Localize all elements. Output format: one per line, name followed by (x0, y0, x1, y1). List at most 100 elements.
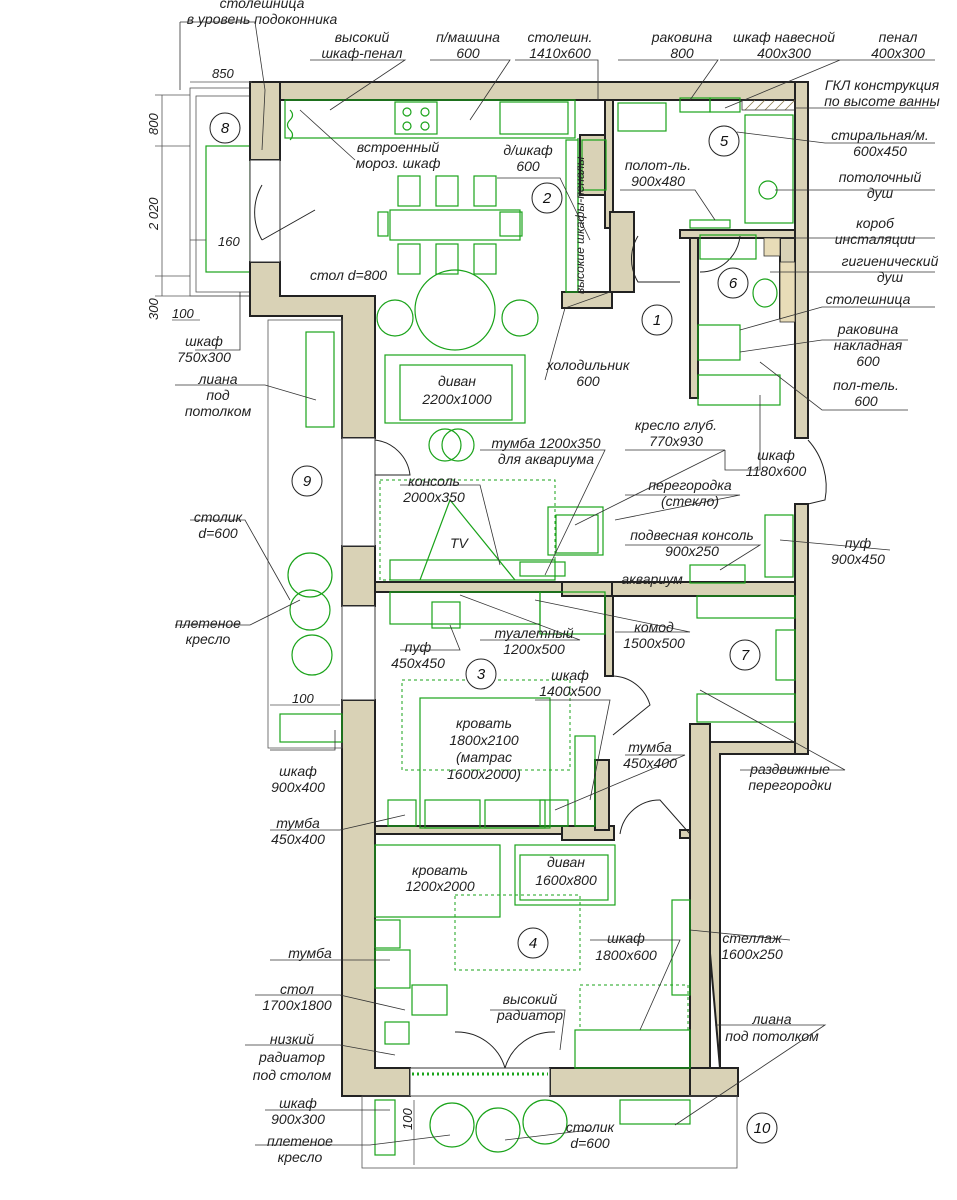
label-wicker-chair-2: кресло (186, 631, 231, 647)
label-counter-2: 1410x600 (529, 45, 591, 61)
label-towel-rail: полот-ль. (625, 157, 691, 173)
dim-160: 160 (218, 234, 240, 249)
label-wicker-chair-balcony10-2: кресло (278, 1149, 323, 1165)
label-sliding-partitions: раздвижные (749, 761, 830, 777)
label-gkl-2: по высоте ванны (824, 93, 940, 109)
label-desk: стол (280, 981, 314, 997)
label-dresser-2: 1500x500 (623, 635, 685, 651)
label-wardrobe-hall-2: 1180x600 (746, 463, 807, 479)
label-console-2: 2000x350 (402, 489, 465, 505)
room-number-3: 3 (477, 666, 486, 683)
label-nightstand-right: тумба (628, 739, 672, 755)
label-small-table-balcony10: столик (566, 1119, 616, 1135)
label-dressing-table-2: 1200x500 (503, 641, 565, 657)
label-liana-balcony10: лиана (752, 1011, 792, 1027)
label-builtin-freezer-2: мороз. шкаф (356, 155, 441, 171)
label-countertop-sill-2: в уровень подоконника (187, 11, 338, 27)
label-installation-box-2: инсталяции (835, 231, 916, 247)
label-installation-box: короб (856, 215, 895, 231)
label-aquarium: аквариум (621, 571, 683, 587)
label-sofa: диван (438, 373, 476, 389)
label-liana-3: потолком (185, 403, 252, 419)
label-fridge: холодильник (546, 357, 631, 373)
label-glass-partition: перегородка (648, 477, 732, 493)
dim-850: 850 (212, 66, 234, 81)
label-hanging-console: подвесная консоль (630, 527, 754, 543)
label-stand-kids: тумба (288, 945, 332, 961)
label-ceiling-shower: потолочный (839, 169, 922, 185)
label-low-radiator-3: под столом (253, 1067, 332, 1083)
label-tall-radiator: высокий (503, 991, 558, 1007)
label-dresser: комод (634, 619, 674, 635)
label-dining-table: стол d=800 (310, 267, 387, 283)
label-sliding-partitions-2: перегородки (748, 777, 832, 793)
label-countertop-sill: столешница (220, 0, 305, 11)
label-hang-cabinet: шкаф навесной (733, 29, 835, 45)
label-ceiling-shower-2: душ (867, 185, 894, 201)
label-glass-partition-2: (стекло) (661, 493, 719, 509)
label-wardrobe-balcony10-2: 900x300 (271, 1111, 325, 1127)
label-hanging-console-2: 900x250 (665, 543, 719, 559)
label-low-radiator-2: радиатор (258, 1049, 325, 1065)
label-bed-kids: кровать (412, 862, 468, 878)
label-liana: лиана (198, 371, 238, 387)
label-overlay-sink-2: накладная (834, 337, 903, 353)
label-nightstand-left: тумба (276, 815, 320, 831)
label-dishwasher: д/шкаф (503, 142, 553, 158)
label-small-table-balcony10-2: d=600 (570, 1135, 610, 1151)
room-number-6: 6 (729, 275, 738, 292)
label-tv: TV (450, 535, 470, 551)
label-aquarium-stand: тумба 1200x350 (491, 435, 600, 451)
windows (249, 159, 551, 1097)
label-gkl: ГКЛ конструкция (825, 77, 940, 93)
label-hygienic-shower-2: душ (877, 269, 904, 285)
room-number-10: 10 (754, 1120, 771, 1137)
room-number-4: 4 (529, 935, 537, 952)
label-deep-armchair: кресло глуб. (635, 417, 717, 433)
label-low-radiator: низкий (270, 1031, 314, 1047)
label-sofa-kids-2: 1600x800 (535, 872, 597, 888)
label-washing-machine-2: 600x450 (853, 143, 907, 159)
room-number-8: 8 (221, 120, 230, 137)
label-wardrobe-bedroom: шкаф (551, 667, 589, 683)
annotations: столешница в уровень подоконника высокий… (175, 0, 940, 1165)
label-wicker-chair: плетеное (175, 615, 241, 631)
label-bed-kids-2: 1200x2000 (405, 878, 475, 894)
label-wardrobe-kids-2: 1800x600 (595, 947, 657, 963)
label-sink-2: 800 (670, 45, 694, 61)
label-towel-rail-bath: пол-тель. (833, 377, 899, 393)
label-rack: стеллаж (722, 930, 783, 946)
label-wicker-chair-balcony10: плетеное (267, 1133, 333, 1149)
label-pouf-hall: пуф (845, 535, 872, 551)
label-wardrobe-balcony9-2: 900x400 (271, 779, 325, 795)
label-fridge-2: 600 (576, 373, 600, 389)
label-rack-2: 1600x250 (721, 946, 783, 962)
walls (249, 81, 809, 1097)
dim-100-c: 100 (400, 1108, 415, 1130)
label-bed-4: 1600x2000) (447, 766, 521, 782)
label-tall-pencils: высокие шкафы-пеналы (573, 157, 587, 294)
dim-100-b: 100 (292, 691, 314, 706)
label-deep-armchair-2: 770x930 (649, 433, 703, 449)
label-hang-cabinet-2: 400x300 (757, 45, 811, 61)
label-aquarium-stand-2: для аквариума (498, 451, 594, 467)
label-towel-rail-2: 900x480 (631, 173, 685, 189)
label-wardrobe-bedroom-2: 1400x500 (539, 683, 601, 699)
label-wardrobe-balcony9: шкаф (279, 763, 317, 779)
label-builtin-freezer: встроенный (357, 139, 440, 155)
label-hygienic-shower: гигиенический (842, 253, 939, 269)
label-pouf-bedroom: пуф (405, 639, 432, 655)
label-counter: столешн. (528, 29, 593, 45)
room-numbers: 1 2 3 4 5 6 7 8 9 10 (209, 112, 778, 1144)
dim-100-a: 100 (172, 306, 194, 321)
label-washing-machine: стиральная/м. (831, 127, 928, 143)
label-pouf-hall-2: 900x450 (831, 551, 885, 567)
room-number-1: 1 (653, 312, 661, 329)
label-washer-2: 600 (456, 45, 480, 61)
label-countertop-bath: столешница (826, 291, 911, 307)
room-number-7: 7 (741, 647, 750, 664)
label-pencil-2: 400x300 (871, 45, 925, 61)
dim-2020: 2 020 (146, 197, 161, 231)
label-nightstand-left-2: 450x400 (271, 831, 325, 847)
